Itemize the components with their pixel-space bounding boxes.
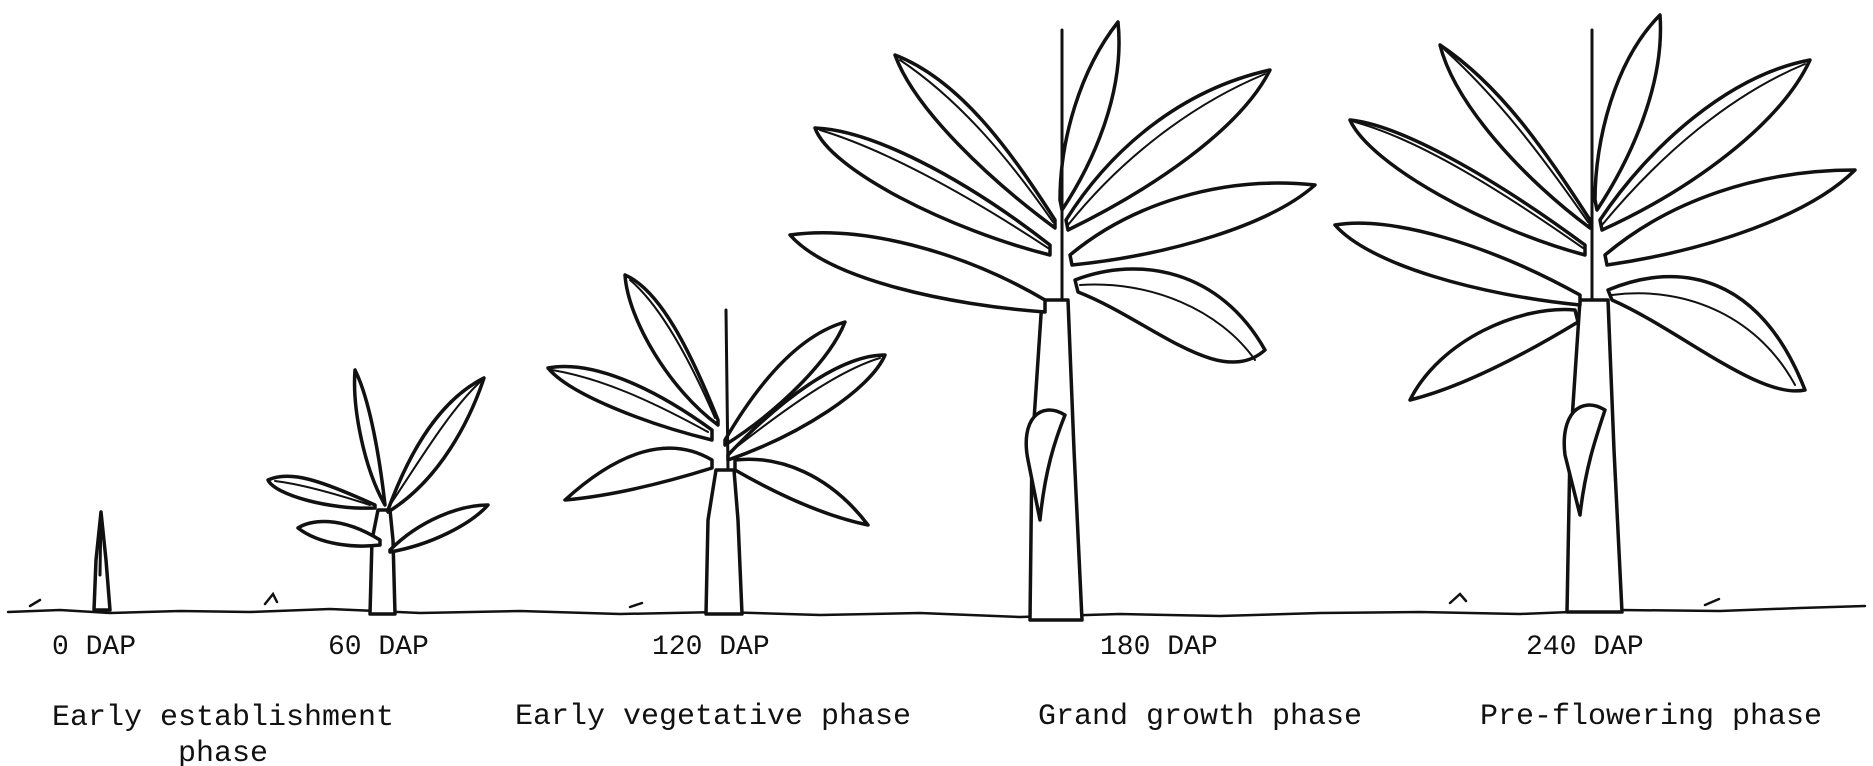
phase-label-early-establishment: Early establishment phase <box>28 700 418 766</box>
phase-label-grand-growth: Grand growth phase <box>1038 700 1362 734</box>
dap-label-240: 240 DAP <box>1526 632 1644 663</box>
dap-label-180: 180 DAP <box>1100 632 1218 663</box>
dap-label-60: 60 DAP <box>328 632 429 663</box>
dap-label-0: 0 DAP <box>52 632 136 663</box>
dap-label-120: 120 DAP <box>652 632 770 663</box>
plant-240-dap <box>1335 15 1855 612</box>
plant-60-dap <box>268 370 488 614</box>
plant-180-dap <box>790 22 1315 620</box>
phase-label-pre-flowering: Pre-flowering phase <box>1480 700 1822 734</box>
plant-120-dap <box>548 275 885 614</box>
plant-0-dap <box>94 512 110 610</box>
phase-label-early-vegetative: Early vegetative phase <box>515 700 911 734</box>
